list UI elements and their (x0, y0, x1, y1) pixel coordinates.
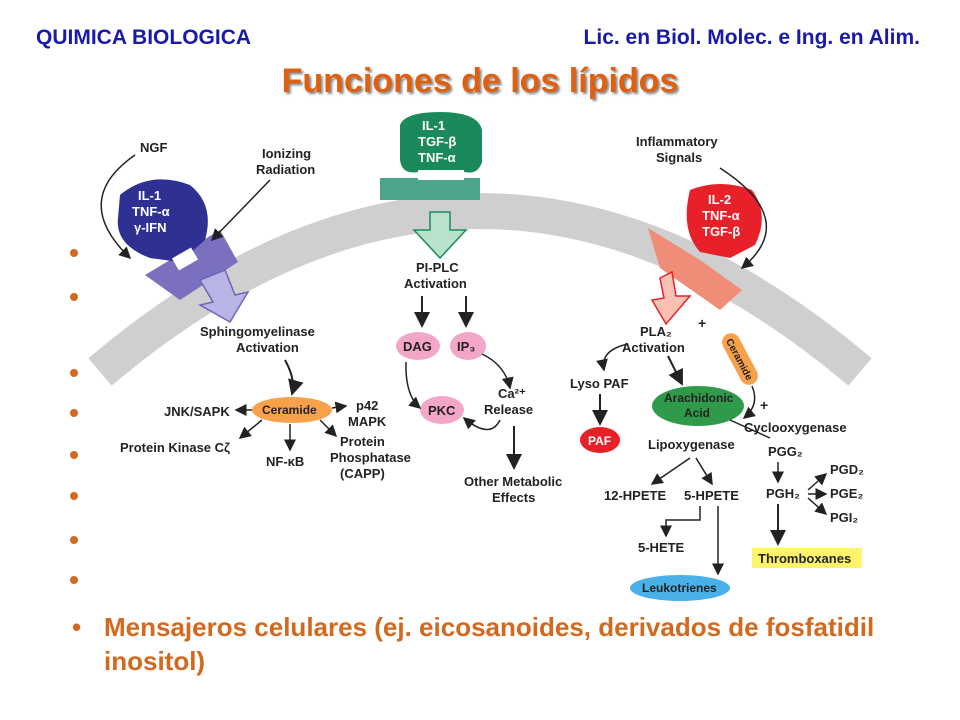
bullet-dot (70, 536, 78, 544)
cyclooxygenase-label: Cyclooxygenase (744, 420, 847, 435)
bullet-messengers: • Mensajeros celulares (ej. eicosanoides… (72, 610, 932, 678)
pkc-node (420, 396, 464, 424)
paf-node (580, 427, 620, 453)
phosphatase-label: Protein Phosphatase (CAPP) (330, 434, 415, 481)
receptor-left-label: IL-1 TNF-α γ-IFN (132, 188, 173, 235)
receptor-center-blob (400, 112, 482, 173)
inflammatory-label: Inflammatory Signals (636, 134, 721, 165)
dag-node (396, 332, 440, 360)
receptor-right-label: IL-2 TNF-α TGF-β (702, 192, 743, 239)
membrane-receptor-right (648, 228, 742, 310)
bullet-dot (70, 451, 78, 459)
ceramide-right-node (722, 333, 758, 385)
receptor-center-label: IL-1 TGF-β TNF-α (418, 118, 460, 165)
activation-arrow-right (650, 270, 692, 326)
bullet-dot (70, 492, 78, 500)
ceramide-node (252, 397, 332, 423)
jnk-label: JNK/SAPK (164, 404, 230, 419)
bullet-dot (70, 293, 78, 301)
ip3-node (450, 332, 486, 360)
lyso-paf-label: Lyso PAF (570, 376, 629, 391)
thromboxanes-box (752, 548, 862, 568)
dag-label: DAG (403, 339, 432, 354)
5hpete-to-5hete-arrow (660, 506, 701, 538)
plus-top: + (698, 315, 706, 331)
to-pgd2-arrow (807, 473, 828, 491)
ceramide-label: Ceramide (262, 403, 317, 417)
pgd2-label: PGD₂ (830, 462, 864, 477)
receptor-left-blob (117, 179, 208, 262)
to-pkc-zeta-arrow (238, 419, 263, 439)
ip3-to-ca-arrow (481, 353, 514, 390)
aa-to-cox-line (729, 419, 771, 439)
other-effects-label: Other Metabolic Effects (464, 474, 566, 505)
pla2-to-lysopaf-arrow (596, 343, 629, 372)
pgi2-label: PGI₂ (830, 510, 858, 525)
ngf-label: NGF (140, 140, 168, 155)
p42-label: p42 MAPK (348, 398, 387, 429)
activation-arrow-center (412, 211, 468, 260)
5hete-label: 5-HETE (638, 540, 685, 555)
bullet-messengers-text: Mensajeros celulares (ej. eicosanoides, … (104, 612, 875, 676)
plus-bottom: + (760, 397, 768, 413)
sphingo-label: Sphingomyelinase Activation (200, 324, 319, 355)
bullet-dot (70, 409, 78, 417)
piplc-label: PI-PLC Activation (404, 260, 467, 291)
arachidonic-node (652, 386, 744, 426)
bullet-dot (70, 249, 78, 257)
receptor-right-blob (686, 184, 762, 258)
dag-to-pkc-arrow (405, 361, 422, 409)
5hpete-label: 5-HPETE (684, 488, 739, 503)
membrane-receptor-center (380, 178, 480, 200)
sphingo-arrow (284, 359, 304, 396)
12hpete-label: 12-HPETE (604, 488, 666, 503)
bullet-dot (70, 576, 78, 584)
pla2-to-aa-arrow (667, 355, 683, 386)
ionizing-label: Ionizing Radiation (256, 146, 315, 177)
pkc-label: PKC (428, 403, 456, 418)
lox-to-12hpete-arrow (650, 457, 691, 485)
pgg2-label: PGG₂ (768, 444, 803, 459)
ca-release-label: Ca²⁺ Release (484, 386, 533, 417)
ip3-label: IP₃ (457, 339, 475, 354)
ceramide-to-cox-arrow (742, 385, 756, 419)
to-pgi2-arrow (807, 497, 828, 515)
leukotrienes-node (630, 575, 730, 601)
course-title: QUIMICA BIOLOGICA (36, 26, 252, 49)
bullet-dot: • (72, 612, 82, 642)
pkc-zeta-label: Protein Kinase Cζ (120, 440, 230, 455)
thromboxanes-label: Thromboxanes (758, 551, 851, 566)
bullet-dot (70, 369, 78, 377)
nfkb-label: NF-κB (266, 454, 304, 469)
to-p42-arrow (331, 401, 348, 414)
lipoxygenase-label: Lipoxygenase (648, 437, 735, 452)
receptor-left-notch (171, 247, 199, 271)
ionizing-arrow (210, 179, 271, 242)
program-title: Lic. en Biol. Molec. e Ing. en Alim. (583, 26, 920, 49)
lox-to-5hpete-arrow (695, 457, 713, 486)
leukotrienes-label: Leukotrienes (642, 581, 717, 595)
pla2-label: PLA₂ Activation (622, 324, 685, 355)
pge2-label: PGE₂ (830, 486, 863, 501)
paf-label: PAF (588, 434, 611, 448)
bullet-dots (70, 249, 78, 584)
ngf-arrow (100, 154, 136, 260)
to-phosphatase-arrow (319, 419, 338, 438)
pgh2-label: PGH₂ (766, 486, 800, 501)
arachidonic-label: Arachidonic Acid (664, 391, 737, 420)
activation-arrow-left (197, 269, 250, 324)
inflammatory-arrow (719, 167, 767, 269)
ca-to-pkc-arrow (462, 417, 501, 431)
membrane-receptor-left (145, 230, 238, 300)
page-title: Funciones de los lípidos (281, 62, 679, 100)
receptor-center-notch (418, 170, 464, 180)
